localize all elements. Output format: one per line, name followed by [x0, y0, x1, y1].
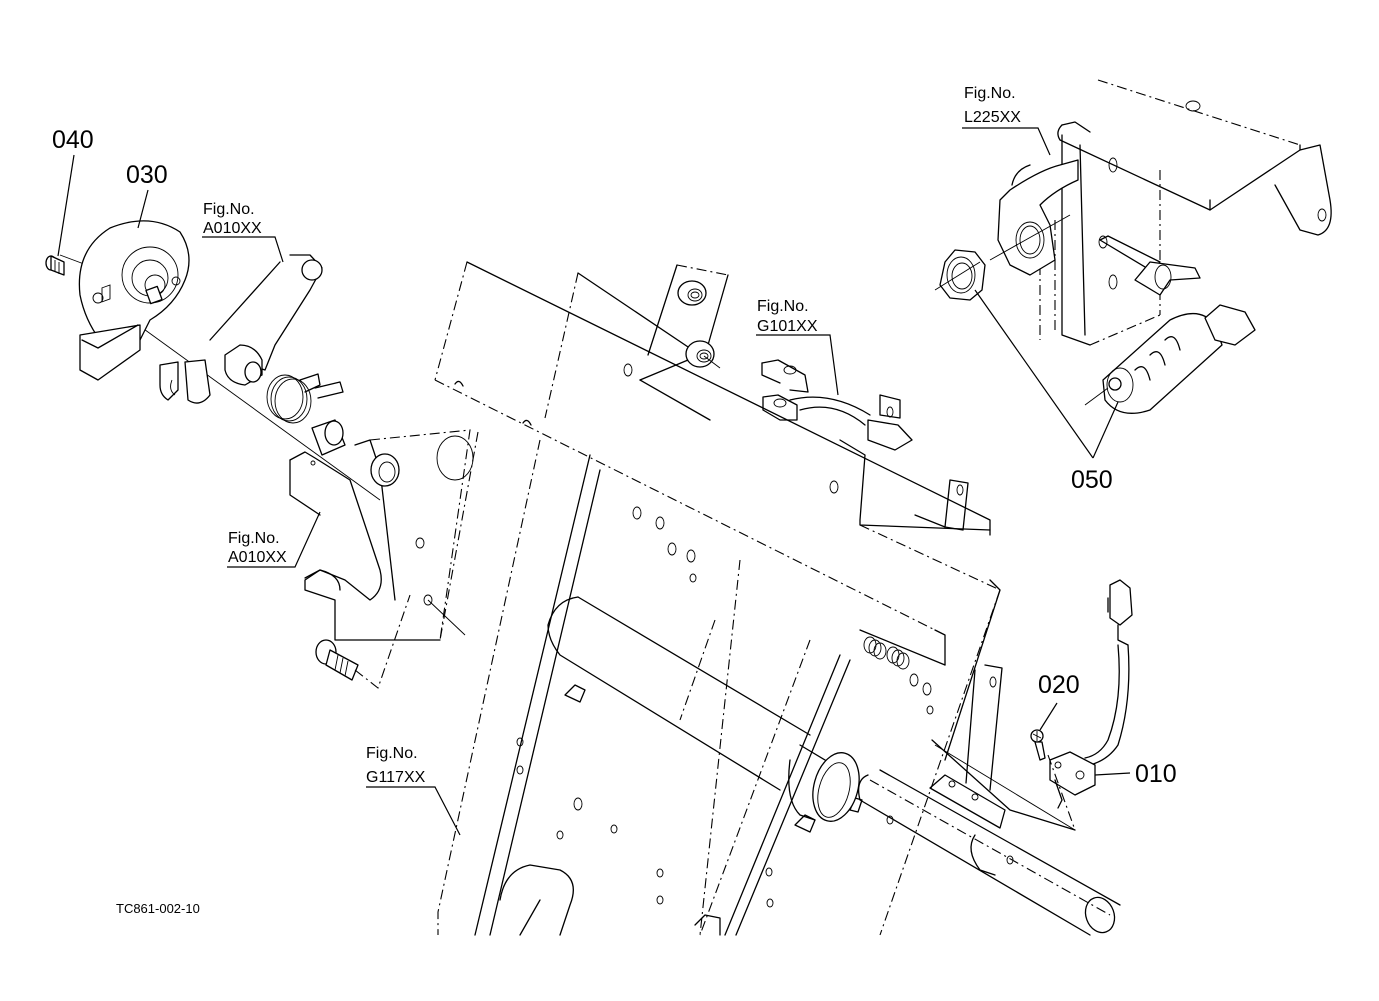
flange-nut-upper	[677, 280, 707, 306]
fig-ref-a010-mid-code: A010XX	[228, 549, 287, 566]
callout-030: 030	[126, 161, 168, 189]
torsion-spring	[266, 373, 344, 424]
fig-ref-l225-code: L225XX	[964, 109, 1021, 126]
fig-ref-g117-prefix: Fig.No.	[366, 745, 418, 762]
fig-ref-g101-code: G101XX	[757, 318, 818, 335]
cross-tube-lower	[857, 769, 1121, 936]
fig-ref-g117-code: G117XX	[366, 769, 426, 786]
drawing-number: TC861-002-10	[116, 901, 200, 916]
limit-switch-010	[1049, 579, 1133, 809]
cross-tube-upper	[547, 596, 811, 791]
small-bushing	[311, 419, 346, 456]
main-frame-g117	[437, 439, 1001, 936]
switch-axis-line	[1047, 754, 1076, 831]
callout-050: 050	[1071, 466, 1113, 494]
fig-ref-a010-mid-prefix: Fig.No.	[228, 530, 280, 547]
fig-ref-g101-prefix: Fig.No.	[757, 298, 809, 315]
flange-nut-lower	[685, 340, 721, 369]
threaded-boss	[989, 159, 1079, 276]
pressure-switch-050	[1084, 304, 1256, 414]
callout-020: 020	[1038, 671, 1080, 699]
callout-010: 010	[1135, 760, 1177, 788]
fig-ref-l225-prefix: Fig.No.	[964, 85, 1016, 102]
figure-references: Fig.No. A010XX Fig.No. A010XX Fig.No. G1…	[203, 85, 1021, 786]
mounting-bracket-l225	[1039, 79, 1332, 346]
fig-ref-a010-top-code: A010XX	[203, 220, 262, 237]
part-callouts: 040 030 050 020 010	[52, 126, 1177, 788]
switch-screw-020	[1030, 729, 1046, 761]
leader-lines	[57, 127, 1131, 836]
switch-bracket	[929, 664, 1076, 831]
lever-arm	[159, 254, 323, 404]
rotary-sensor-030	[78, 220, 190, 381]
fig-ref-a010-top-prefix: Fig.No.	[203, 201, 255, 218]
pin-and-clip	[1098, 235, 1201, 296]
bushing-sleeve	[788, 744, 860, 822]
flange-bolt	[315, 594, 411, 689]
lock-nut-050	[934, 249, 986, 301]
g101-bracket-assembly	[761, 359, 969, 531]
top-cross-plate	[434, 261, 1001, 666]
stud-springs	[863, 636, 910, 670]
bracket-plate-a010	[289, 429, 479, 641]
frame-holes	[516, 506, 934, 908]
sensor-screw-040	[45, 255, 65, 276]
callout-040: 040	[52, 126, 94, 154]
